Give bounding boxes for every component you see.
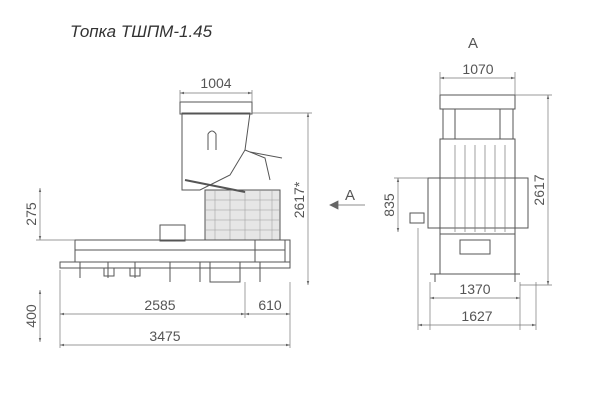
front-dimensions bbox=[36, 90, 312, 348]
combustion-chamber bbox=[204, 189, 281, 241]
dim-body-length: 2585 bbox=[144, 297, 175, 313]
hopper-top bbox=[179, 101, 253, 115]
view-arrow bbox=[329, 200, 365, 210]
feed-pipe bbox=[244, 149, 271, 181]
dim-front-height-total: 2617* bbox=[291, 181, 307, 218]
side-hopper bbox=[439, 94, 516, 110]
drawing-title: Топка ТШПМ-1.45 bbox=[70, 22, 213, 41]
view-label-arrow: А bbox=[345, 187, 355, 204]
dim-hopper-width: 1004 bbox=[200, 75, 231, 91]
dim-side-mid-height: 835 bbox=[381, 193, 397, 217]
front-view bbox=[59, 101, 291, 283]
hopper-handle bbox=[207, 130, 217, 150]
hopper-outline bbox=[181, 112, 251, 191]
dim-tail-length: 610 bbox=[258, 297, 282, 313]
dim-side-width-outer: 1627 bbox=[461, 308, 492, 324]
dim-side-width-inner: 1370 bbox=[459, 281, 490, 297]
dim-side-total-height: 2617 bbox=[531, 174, 547, 205]
dim-front-height-small: 275 bbox=[23, 202, 39, 226]
dim-overall-length: 3475 bbox=[149, 328, 180, 344]
base-frame bbox=[74, 239, 286, 263]
view-label-side: А bbox=[468, 35, 478, 52]
side-view bbox=[409, 94, 529, 282]
side-dimensions bbox=[394, 72, 552, 330]
legs bbox=[79, 261, 261, 283]
dim-side-top-width: 1070 bbox=[462, 61, 493, 77]
dim-base-height: 400 bbox=[23, 304, 39, 328]
